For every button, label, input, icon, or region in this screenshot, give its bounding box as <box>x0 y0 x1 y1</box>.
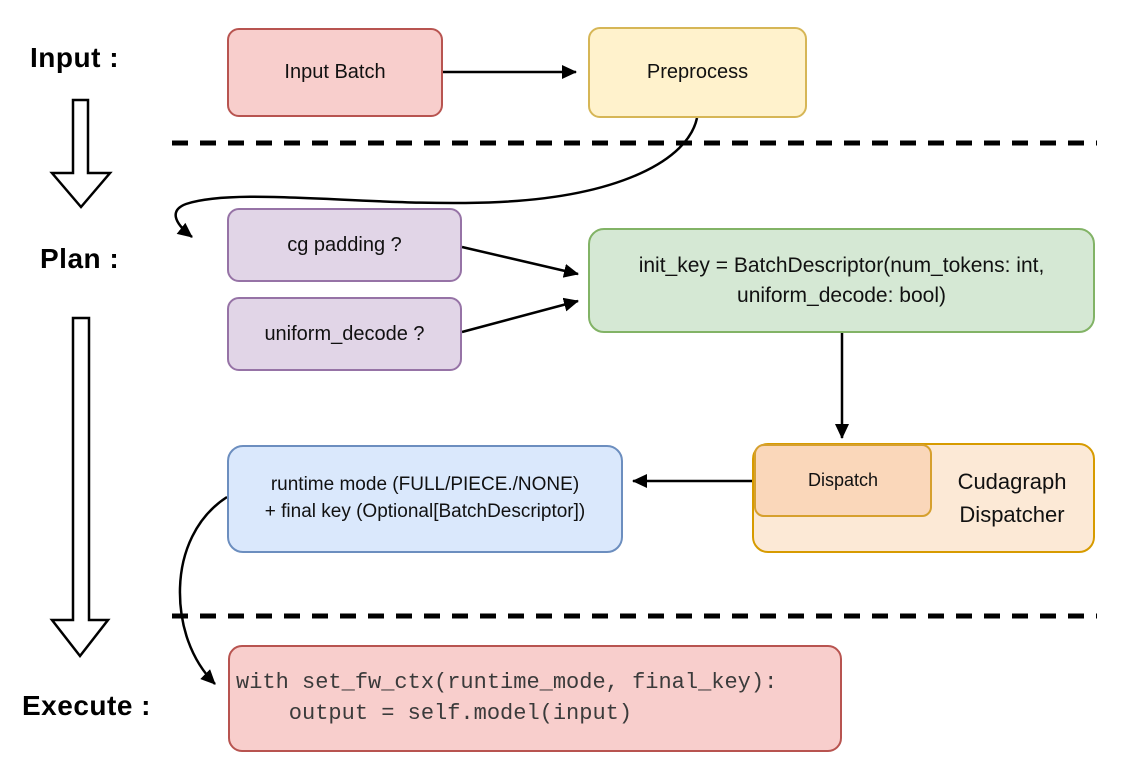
stage-label-input: Input : <box>30 42 120 73</box>
node-init-key-line1: init_key = BatchDescriptor(num_tokens: i… <box>638 253 1045 277</box>
node-execute-code: with set_fw_ctx(runtime_mode, final_key)… <box>228 645 842 752</box>
node-uniform-decode: uniform_decode ? <box>227 297 462 371</box>
stage-arrow-input-to-plan <box>49 98 113 209</box>
node-init-key: init_key = BatchDescriptor(num_tokens: i… <box>588 228 1095 333</box>
node-init-key-line2: uniform_decode: bool) <box>737 283 946 307</box>
node-dispatch-label: Dispatch <box>807 469 879 490</box>
connector-uniformdecode-to-initkey <box>461 297 579 334</box>
node-preprocess-label: Preprocess <box>646 61 749 84</box>
node-input-batch-label: Input Batch <box>284 61 386 84</box>
node-preprocess: Preprocess <box>588 27 807 118</box>
node-runtime-mode-line1: runtime mode (FULL/PIECE./NONE) <box>270 474 580 496</box>
stage-arrow-plan-to-execute <box>49 316 111 659</box>
node-runtime-mode: runtime mode (FULL/PIECE./NONE) + final … <box>227 445 623 553</box>
stage-label-execute: Execute : <box>22 690 151 721</box>
connector-runtimemode-to-executecode <box>178 495 228 685</box>
node-input-batch: Input Batch <box>227 28 443 117</box>
execute-code-line1: with set_fw_ctx(runtime_mode, final_key)… <box>236 669 778 695</box>
connector-cgpadding-to-initkey <box>461 245 579 278</box>
node-cg-padding-label: cg padding ? <box>287 233 402 256</box>
node-dispatch: Dispatch <box>754 444 932 517</box>
node-runtime-mode-line2: + final key (Optional[BatchDescriptor]) <box>264 501 586 522</box>
node-uniform-decode-label: uniform_decode ? <box>264 322 425 345</box>
connector-preprocess-to-cgpadding <box>174 117 699 238</box>
node-cg-padding: cg padding ? <box>227 208 462 282</box>
stage-label-plan: Plan : <box>40 243 120 274</box>
execute-code-line2: output = self.model(input) <box>236 700 633 726</box>
node-cudagraph-dispatcher-label: Cudagraph Dispatcher <box>957 469 1067 527</box>
